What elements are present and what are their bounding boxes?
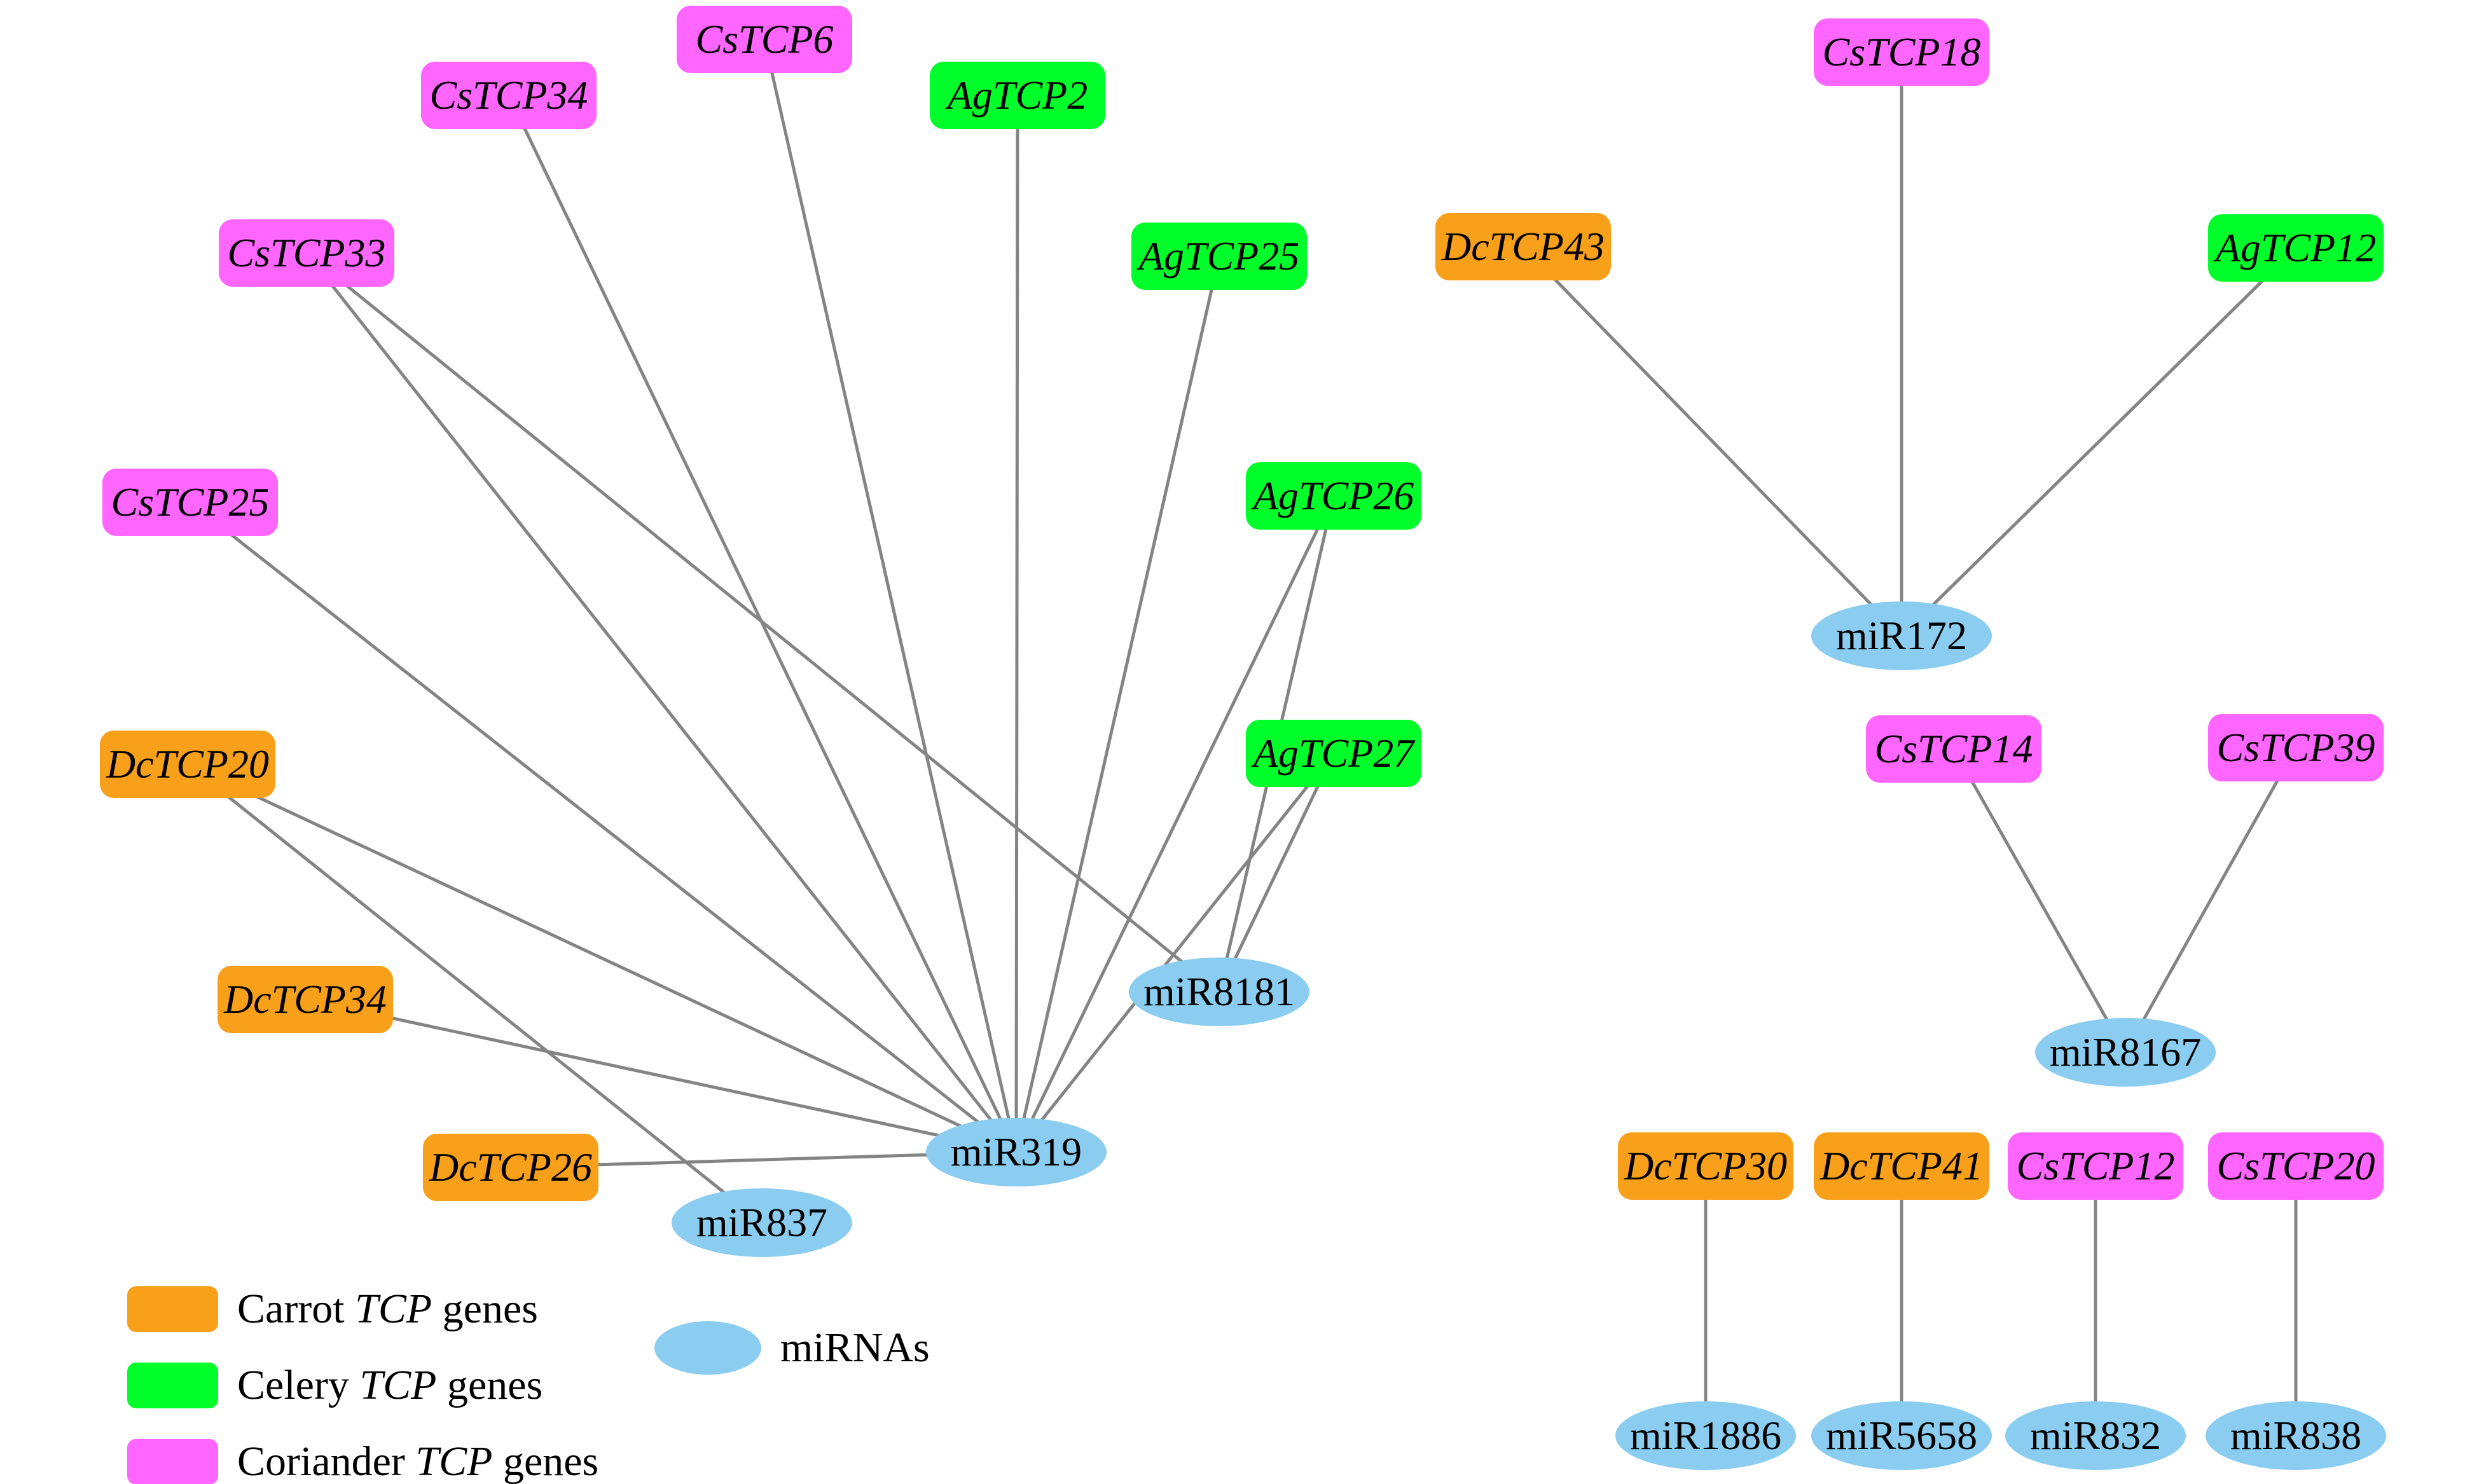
gene-node-cstcp25[interactable]: CsTCP25 <box>102 469 278 536</box>
carrot-legend-label: Carrot TCP genes <box>237 1285 538 1333</box>
edge-DcTCP20-miR837 <box>186 763 763 1224</box>
gene-node-dctcp41[interactable]: DcTCP41 <box>1814 1132 1989 1200</box>
gene-node-cstcp18[interactable]: CsTCP18 <box>1814 18 1989 86</box>
carrot-legend-swatch <box>127 1286 218 1332</box>
gene-node-agtcp26[interactable]: AgTCP26 <box>1246 462 1421 530</box>
edge-AgTCP26-miR319 <box>1014 495 1336 1153</box>
coriander-legend-swatch <box>127 1439 218 1484</box>
edge-CsTCP14-miR8167 <box>1952 748 2127 1054</box>
edge-CsTCP33-miR319 <box>305 252 1018 1153</box>
gene-node-agtcp25[interactable]: AgTCP25 <box>1131 223 1307 290</box>
edge-DcTCP20-miR319 <box>186 762 1018 1154</box>
edge-AgTCP27-miR319 <box>1015 752 1335 1153</box>
edge-AgTCP25-miR319 <box>1014 256 1221 1153</box>
gene-node-cstcp12[interactable]: CsTCP12 <box>2008 1132 2183 1200</box>
edge-CsTCP33-miR8181 <box>305 252 1220 993</box>
gene-node-dctcp43[interactable]: DcTCP43 <box>1435 213 1611 280</box>
mirna-node-mir1886[interactable]: miR1886 <box>1615 1401 1796 1470</box>
mirna-node-mir838[interactable]: miR838 <box>2206 1401 2386 1470</box>
edge-CsTCP25-miR319 <box>189 501 1018 1153</box>
edge-AgTCP12-miR172 <box>1900 247 2297 637</box>
mirna-node-mir832[interactable]: miR832 <box>2005 1401 2186 1470</box>
gene-node-cstcp39[interactable]: CsTCP39 <box>2208 714 2384 781</box>
gene-node-agtcp27[interactable]: AgTCP27 <box>1246 720 1421 787</box>
legend-item-coriander: Coriander TCP genes <box>127 1438 598 1484</box>
edge-DcTCP34-miR319 <box>305 998 1017 1154</box>
gene-node-dctcp20[interactable]: DcTCP20 <box>100 731 275 798</box>
legend-label-part: TCP <box>355 1286 432 1332</box>
legend-item-mirnas: miRNAs <box>654 1321 930 1375</box>
gene-node-agtcp2[interactable]: AgTCP2 <box>930 62 1105 129</box>
legend-label-part: Carrot <box>237 1286 356 1332</box>
celery-legend-label: Celery TCP genes <box>237 1361 542 1410</box>
legend-label-part: TCP <box>415 1438 493 1484</box>
celery-legend-swatch <box>127 1363 218 1408</box>
mirna-node-mir5658[interactable]: miR5658 <box>1811 1401 1992 1470</box>
legend-label-part: Coriander <box>237 1438 416 1484</box>
legend-label-part: genes <box>432 1286 538 1332</box>
legend-label-part: genes <box>492 1438 599 1484</box>
gene-node-agtcp12[interactable]: AgTCP12 <box>2208 214 2384 282</box>
gene-node-cstcp6[interactable]: CsTCP6 <box>677 6 852 73</box>
mirna-node-mir8181[interactable]: miR8181 <box>1129 958 1309 1026</box>
edge-CsTCP6-miR319 <box>763 39 1018 1153</box>
mirna-legend-ellipse <box>654 1321 761 1375</box>
gene-node-cstcp34[interactable]: CsTCP34 <box>421 62 597 129</box>
legend-label-part: TCP <box>359 1362 437 1408</box>
legend-item-celery: Celery TCP genes <box>127 1361 598 1410</box>
gene-node-dctcp34[interactable]: DcTCP34 <box>218 966 393 1033</box>
edge-CsTCP39-miR8167 <box>2123 746 2298 1054</box>
legend-label-part: genes <box>436 1362 543 1408</box>
gene-node-cstcp20[interactable]: CsTCP20 <box>2208 1132 2384 1200</box>
mirna-node-mir319[interactable]: miR319 <box>926 1118 1107 1186</box>
mirna-node-mir172[interactable]: miR172 <box>1811 601 1992 670</box>
gene-node-cstcp33[interactable]: CsTCP33 <box>219 219 394 287</box>
gene-node-dctcp30[interactable]: DcTCP30 <box>1618 1132 1793 1200</box>
gene-node-dctcp26[interactable]: DcTCP26 <box>423 1134 598 1201</box>
edge-AgTCP2-miR319 <box>1014 95 1019 1153</box>
edge-AgTCP27-miR8181 <box>1217 752 1336 993</box>
legend-item-carrot: Carrot TCP genes <box>127 1285 598 1333</box>
mirna-legend-label: miRNAs <box>780 1324 930 1371</box>
edge-DcTCP43-miR172 <box>1522 245 1903 637</box>
coriander-legend-label: Coriander TCP genes <box>237 1438 598 1484</box>
legend-label-part: Celery <box>237 1362 360 1408</box>
mirna-node-mir837[interactable]: miR837 <box>672 1188 852 1257</box>
gene-node-cstcp14[interactable]: CsTCP14 <box>1866 715 2041 783</box>
mirna-node-mir8167[interactable]: miR8167 <box>2035 1018 2216 1087</box>
